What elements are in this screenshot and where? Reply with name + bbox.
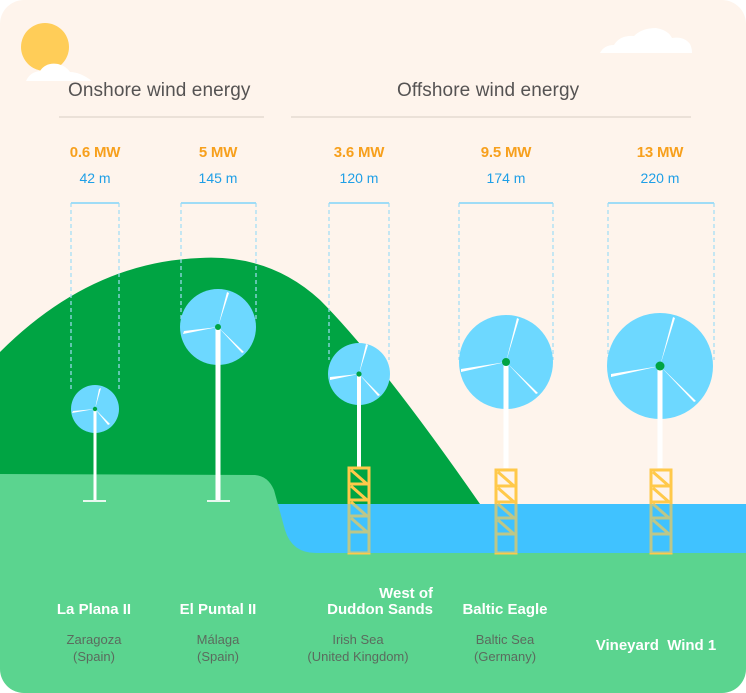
- turbine-name: Vineyard Wind 1: [595, 637, 717, 654]
- power-rating: 13 MW: [636, 144, 684, 161]
- height-brackets: [70, 202, 715, 392]
- ground: [0, 474, 746, 693]
- location-country: (Spain): [197, 649, 239, 664]
- power-rating: 9.5 MW: [480, 144, 532, 161]
- spec-baltic-eagle: 9.5 MW 174 m: [451, 144, 561, 186]
- label-baltic-eagle: Baltic Eagle Baltic Sea (Germany): [430, 586, 580, 665]
- turbine-location: Baltic Sea (Germany): [430, 631, 580, 665]
- turbine-height: 174 m: [486, 170, 526, 186]
- turbine-baltic-eagle: [459, 315, 553, 555]
- location-region: Baltic Sea: [475, 632, 535, 647]
- location-region: Málaga: [196, 632, 240, 647]
- onshore-divider: [59, 116, 264, 118]
- label-el-puntal-ii: El Puntal II Málaga (Spain): [143, 586, 293, 665]
- cloud-icon: [26, 63, 92, 81]
- label-la-plana-ii: La Plana II Zaragoza (Spain): [19, 586, 169, 665]
- turbine-name: El Puntal II: [179, 601, 257, 618]
- turbine-el-puntal-ii: [180, 289, 256, 502]
- location-region: Zaragoza: [66, 632, 122, 647]
- turbine-vineyard-wind-1: [607, 313, 713, 555]
- location-country: (United Kingdom): [307, 649, 409, 664]
- location-region: Irish Sea: [332, 632, 384, 647]
- cloud-icon: [600, 28, 692, 53]
- turbine-location: Zaragoza (Spain): [19, 631, 169, 665]
- offshore-divider: [291, 116, 691, 118]
- location-country: (Spain): [73, 649, 115, 664]
- turbine-location: Irish Sea (United Kingdom): [283, 631, 433, 665]
- turbine-location: Málaga (Spain): [143, 631, 293, 665]
- power-rating: 0.6 MW: [69, 144, 121, 161]
- onshore-section-title: Onshore wind energy: [68, 80, 251, 101]
- hill: [0, 257, 480, 504]
- turbine-name: Baltic Eagle: [462, 601, 548, 618]
- turbine-west-of-duddon-sands: [328, 343, 390, 555]
- offshore-section-title: Offshore wind energy: [397, 80, 580, 101]
- turbine-name: West of Duddon Sands: [283, 586, 433, 618]
- sun-icon: [21, 23, 69, 71]
- turbine-height: 120 m: [339, 170, 379, 186]
- turbine-name: La Plana II: [56, 601, 132, 618]
- spec-el-puntal-ii: 5 MW 145 m: [163, 144, 273, 186]
- turbine-height: 220 m: [640, 170, 680, 186]
- turbine-name-line2: Duddon Sands: [327, 601, 433, 618]
- power-rating: 5 MW: [198, 144, 238, 161]
- label-vineyard-wind-1: Vineyard Wind 1 Massachusetts (United St…: [581, 586, 731, 693]
- turbine-height: 145 m: [198, 170, 238, 186]
- turbine-height: 42 m: [79, 170, 111, 186]
- spec-west-of-duddon-sands: 3.6 MW 120 m: [304, 144, 414, 186]
- spec-la-plana-ii: 0.6 MW 42 m: [40, 144, 150, 186]
- label-west-of-duddon-sands: West of Duddon Sands Irish Sea (United K…: [283, 586, 433, 665]
- location-country: (Germany): [473, 649, 537, 664]
- power-rating: 3.6 MW: [333, 144, 385, 161]
- turbine-name-line1: West of: [379, 585, 433, 602]
- turbine-la-plana-ii: [71, 385, 119, 502]
- spec-vineyard-wind-1: 13 MW 220 m: [605, 144, 715, 186]
